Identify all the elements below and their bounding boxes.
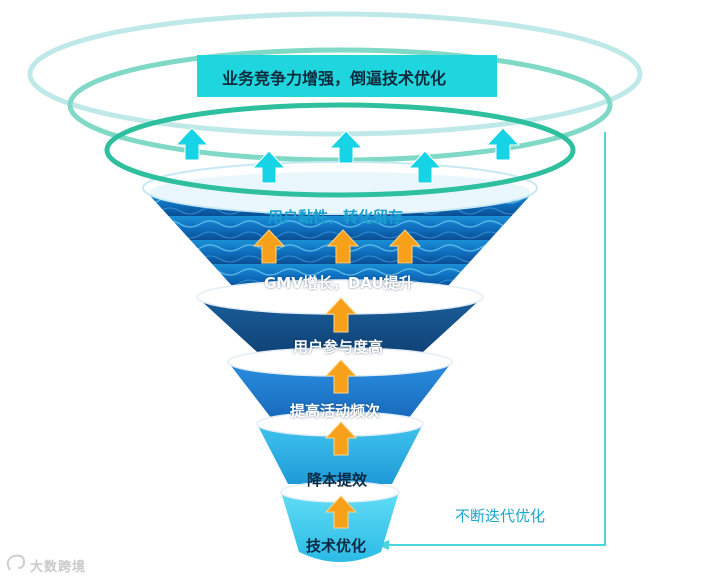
cyan-up-arrow (174, 127, 210, 161)
orange-up-arrow (326, 229, 360, 264)
cyan-arrows (174, 127, 521, 184)
cyan-up-arrow (251, 150, 287, 184)
orange-arrows (252, 229, 422, 529)
orange-up-arrow (324, 421, 358, 456)
orange-up-arrow (252, 229, 286, 264)
cyan-up-arrow (328, 130, 364, 164)
loop-label: 不断迭代优化 (455, 507, 546, 525)
watermark-text: 大数跨境 (30, 560, 87, 575)
layer-label-2: GMV增长，DAU提升 (264, 274, 414, 292)
layer-label-1: 用户黏性，转化留存 (268, 208, 404, 226)
watermark-logo (6, 554, 26, 571)
layer-label-5: 降本提效 (307, 471, 368, 489)
orange-up-arrow (324, 359, 358, 394)
layer-label-6: 技术优化 (306, 537, 367, 555)
orange-up-arrow (324, 495, 358, 529)
layer-label-4: 提高活动频次 (290, 402, 381, 420)
outer-ring-top (27, 11, 643, 137)
loop-back-line (385, 132, 606, 546)
cyan-up-arrow (407, 150, 443, 184)
orange-up-arrow (388, 229, 422, 264)
inner-ring (104, 102, 576, 198)
orange-up-arrow (324, 297, 358, 333)
top-banner-box (197, 55, 497, 97)
layer-label-3: 用户参与度高 (293, 338, 384, 356)
cyan-up-arrow (485, 127, 521, 161)
top-banner-text: 业务竞争力增强，倒逼技术优化 (222, 69, 447, 88)
